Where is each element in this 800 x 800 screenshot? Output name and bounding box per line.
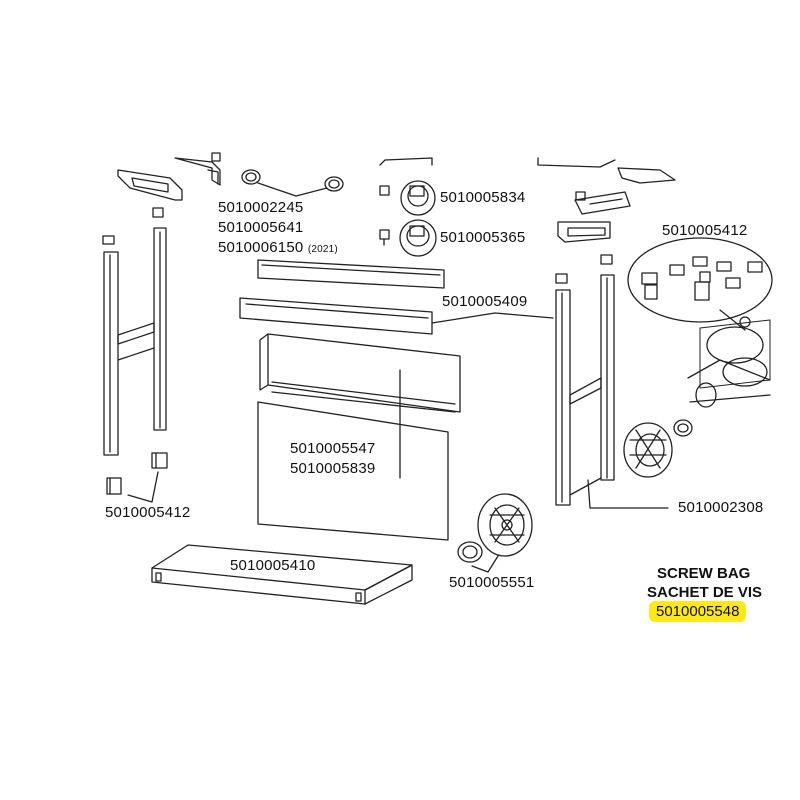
label-5010006150-code: 5010006150 [218,239,304,256]
label-5010005839: 5010005839 [290,460,376,477]
upper-beam [239,259,445,335]
knob-bushing-right [324,176,344,192]
front-wheel [477,493,533,557]
leg-cap-bottom-left-a [106,477,122,495]
leader-5412-bottom [127,471,159,503]
front-door-panel [257,401,449,541]
screw-bag-title-en: SCREW BAG [657,565,751,582]
wheel-rim-right [623,422,673,478]
front-wheel-ring [457,541,483,563]
wheel-ring-right [673,419,693,437]
label-5010005834: 5010005834 [440,189,526,206]
leader-5409 [431,312,554,324]
grill-preview [687,309,771,408]
label-5010005551: 5010005551 [449,574,535,591]
leader-2308 [587,479,669,509]
label-5010005412-top: 5010005412 [662,222,748,239]
right-leg-assembly [555,254,615,506]
label-5010005409: 5010005409 [442,293,528,310]
leader-2245-right [295,187,328,197]
leader-5551 [471,555,499,573]
label-5010002245: 5010002245 [218,199,304,216]
bottom-shelf [151,544,413,605]
small-fitting-top [379,185,390,196]
label-5010005412-bottom: 5010005412 [105,504,191,521]
knob-bushing-left [241,169,261,185]
label-5010002308: 5010002308 [678,499,764,516]
small-fitting-mid [379,229,390,246]
middle-panel [259,333,461,413]
leader-2245-left [257,182,297,197]
leg-cap-bottom-left-b [151,452,168,469]
label-5010005410: 5010005410 [230,557,316,574]
top-left-bracket [117,152,221,201]
top-right-panel [537,157,616,168]
label-5010005547: 5010005547 [290,440,376,457]
label-5010006150-note: (2021) [307,244,338,255]
screw-bag-title-fr: SACHET DE VIS [647,584,763,601]
left-leg-assembly [102,207,167,456]
label-5010006150: 5010006150 (2021) [218,240,338,255]
regulator-knob-upper [400,180,436,216]
screw-bag-code-highlight: 5010005548 [649,601,747,622]
regulator-knob-lower [399,219,437,257]
right-side-bracket [557,191,631,243]
cap-detail-callout [627,237,773,323]
label-5010005365: 5010005365 [440,229,526,246]
top-right-housing [617,167,676,184]
top-center-panel [379,157,433,166]
label-5010005641: 5010005641 [218,219,304,236]
